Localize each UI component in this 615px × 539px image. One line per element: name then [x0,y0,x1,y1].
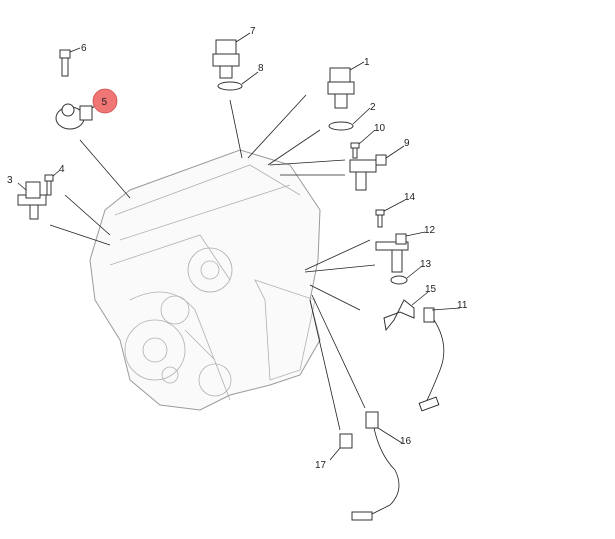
callout-9[interactable]: 9 [404,138,410,149]
callout-17[interactable]: 17 [315,460,327,471]
callout-5[interactable]: 5 [102,97,108,108]
part-5-knock-sensor[interactable] [55,103,99,130]
part-11-oxygen-sensor[interactable] [418,307,461,412]
part-8-gasket[interactable] [217,71,259,91]
callout-13[interactable]: 13 [420,259,432,270]
part-7-sensor[interactable] [212,32,251,79]
part-4-bolt[interactable] [44,169,61,196]
part-10-bolt[interactable] [350,129,376,159]
part-12-sensor[interactable] [375,231,426,273]
callout-12[interactable]: 12 [424,225,436,236]
callout-5-selected[interactable]: 5 [92,88,118,114]
callout-10[interactable]: 10 [374,123,386,134]
callout-1[interactable]: 1 [364,57,370,68]
callout-15[interactable]: 15 [425,284,437,295]
part-2-gasket[interactable] [328,107,371,131]
part-17-clip[interactable] [329,433,353,461]
part-9-sensor[interactable] [349,145,405,191]
callout-8[interactable]: 8 [258,63,264,74]
callout-6[interactable]: 6 [81,43,87,54]
callout-11[interactable]: 11 [457,300,468,311]
callout-16[interactable]: 16 [400,436,412,447]
part-6-bolt[interactable] [59,47,81,77]
leader-lines [49,94,376,431]
part-16-oxygen-sensor[interactable] [351,411,403,521]
callout-7[interactable]: 7 [250,26,256,37]
callout-3[interactable]: 3 [7,175,13,186]
part-13-o-ring[interactable] [390,265,423,285]
callout-14[interactable]: 14 [404,192,416,203]
engine-block [89,149,321,411]
part-3-sensor[interactable] [17,181,47,220]
part-15-bracket[interactable] [383,291,429,332]
part-14-bolt[interactable] [375,199,406,228]
callout-4[interactable]: 4 [59,164,65,175]
callout-2[interactable]: 2 [370,102,376,113]
part-1-sensor[interactable] [327,61,365,109]
